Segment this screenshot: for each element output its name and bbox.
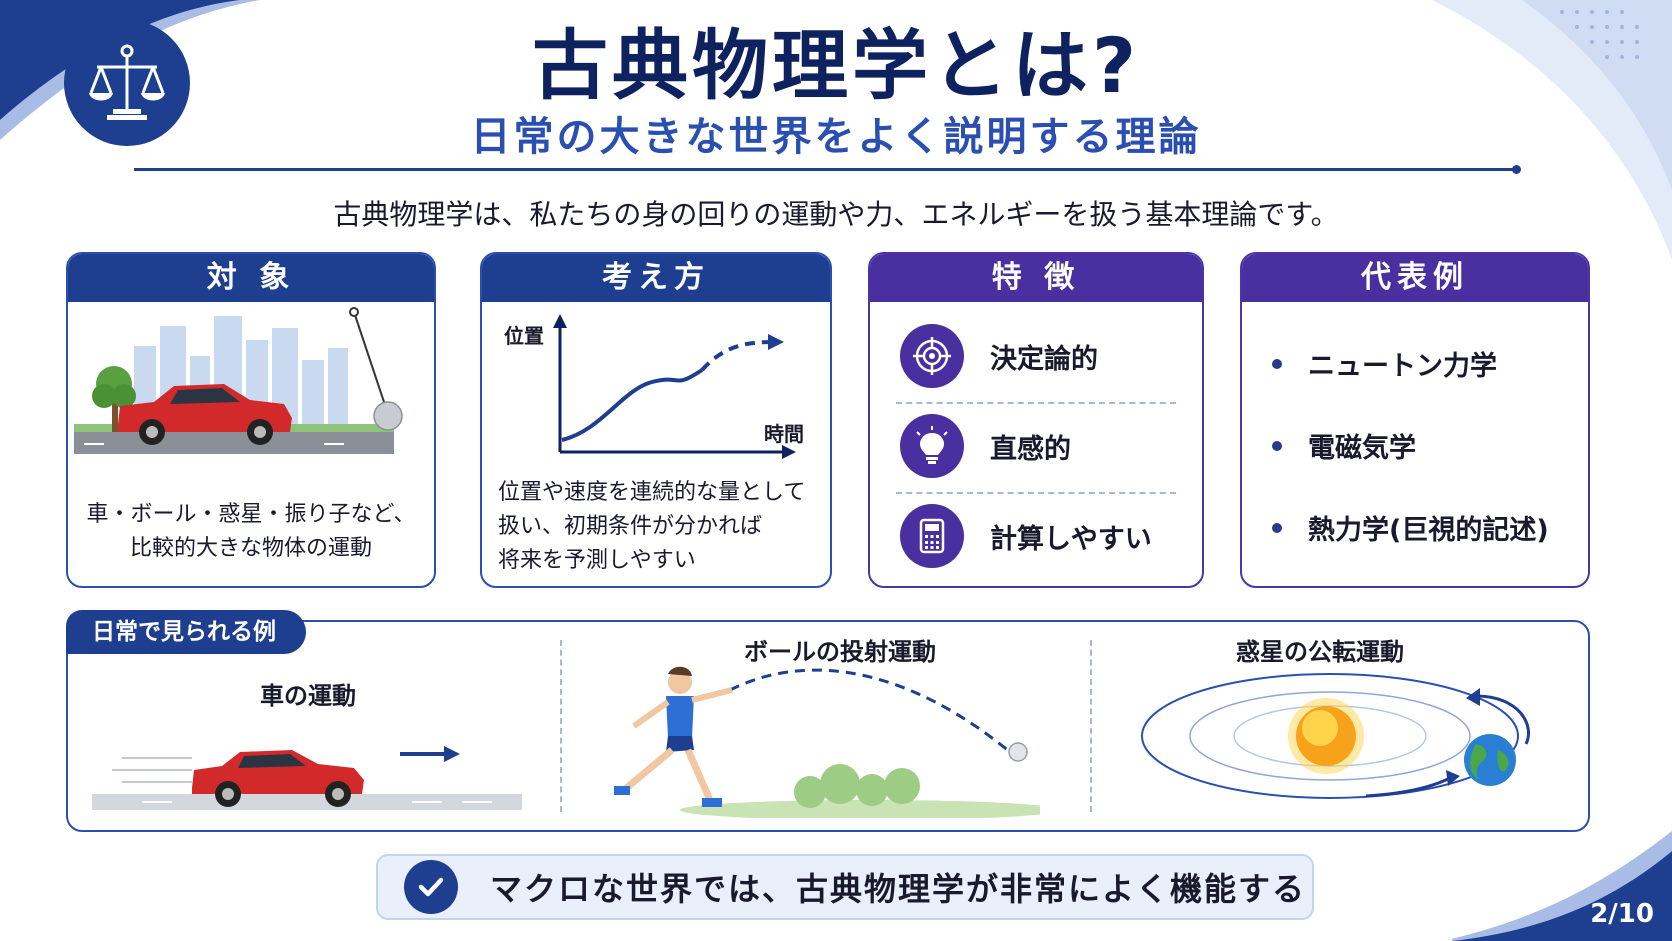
example-label: ニュートン力学 [1308, 351, 1497, 382]
feature-item-deterministic: 決定論的 [900, 312, 1172, 400]
card-approach-heading: 考え方 [482, 254, 830, 302]
card-features: 特 徴 決定論的 直感的 計算しやすい [868, 252, 1204, 588]
feature-item-easy-calc: 計算しやすい [900, 492, 1172, 580]
graph-y-label: 位置 [504, 324, 544, 348]
scales-logo [64, 20, 190, 146]
example-item: 熱力学(巨視的記述) [1272, 508, 1578, 547]
card-representative-examples: 代表例 ニュートン力学 電磁気学 熱力学(巨視的記述) [1240, 252, 1590, 588]
card-examples-heading: 代表例 [1242, 254, 1588, 302]
page-subtitle: 日常の大きな世界をよく説明する理論 [470, 114, 1202, 160]
conclusion-text: マクロな世界では、古典物理学が非常によく機能する [490, 870, 1307, 908]
scene-divider [560, 640, 562, 812]
calculator-icon [900, 504, 964, 568]
conclusion-banner: マクロな世界では、古典物理学が非常によく機能する [376, 854, 1314, 920]
scene-label-projectile: ボールの投射運動 [744, 638, 936, 666]
position-time-graph [553, 314, 796, 459]
scene-divider [1090, 640, 1092, 812]
bullet-icon [1272, 440, 1282, 451]
example-item: 電磁気学 [1272, 426, 1578, 465]
moving-car-illustration [92, 746, 522, 810]
corner-decoration-bottom [1452, 831, 1672, 941]
card-approach-line2: 扱い、初期条件が分かれば [498, 514, 763, 539]
corner-decoration-left [0, 0, 260, 140]
example-item: ニュートン力学 [1272, 344, 1578, 383]
card-target-heading: 対 象 [68, 254, 434, 302]
corner-decoration-right [1432, 0, 1672, 260]
example-label: 電磁気学 [1308, 433, 1416, 464]
target-icon [900, 324, 964, 388]
card-approach-line3: 将来を予測しやすい [498, 548, 696, 573]
feature-divider [896, 402, 1176, 404]
intro-text: 古典物理学は、私たちの身の回りの運動や力、エネルギーを扱う基本理論です。 [333, 198, 1339, 231]
graph-x-label: 時間 [764, 422, 804, 446]
projectile-throw-illustration [614, 666, 1040, 818]
title-divider-dot [1512, 165, 1521, 174]
balance-scale-icon [89, 44, 165, 120]
planet-orbit-illustration [1141, 673, 1530, 799]
feature-label: 計算しやすい [990, 523, 1152, 555]
card-approach-line1: 位置や速度を連続的な量として [498, 480, 806, 505]
card-target-line1: 車・ボール・惑星・振り子など、 [86, 502, 416, 527]
feature-divider [896, 492, 1176, 494]
card-features-heading: 特 徴 [870, 254, 1202, 302]
feature-label: 決定論的 [990, 343, 1098, 375]
card-target: 対 象 車・ボール・惑星・振り子など、 比較的大きな物体の運動 [66, 252, 436, 588]
card-target-line2: 比較的大きな物体の運動 [129, 536, 372, 561]
bullet-icon [1272, 522, 1282, 533]
scene-label-car: 車の運動 [260, 682, 356, 710]
scene-label-orbit: 惑星の公転運動 [1236, 638, 1404, 666]
check-icon [404, 860, 458, 914]
everyday-examples-tag: 日常で見られる例 [66, 610, 306, 654]
feature-item-intuitive: 直感的 [900, 402, 1172, 490]
bullet-icon [1272, 358, 1282, 369]
example-label: 熱力学(巨視的記述) [1308, 515, 1549, 546]
page-title: 古典物理学とは? [531, 21, 1141, 110]
feature-label: 直感的 [990, 433, 1071, 465]
card-approach: 考え方 位置 時間 位置や速度を連続的な量として 扱い、初期条件が分かれば 将来… [480, 252, 832, 588]
car-city-pendulum-illustration [74, 307, 403, 454]
lightbulb-icon [900, 414, 964, 478]
title-divider [134, 168, 1518, 171]
page-number: 2/10 [1590, 899, 1654, 929]
